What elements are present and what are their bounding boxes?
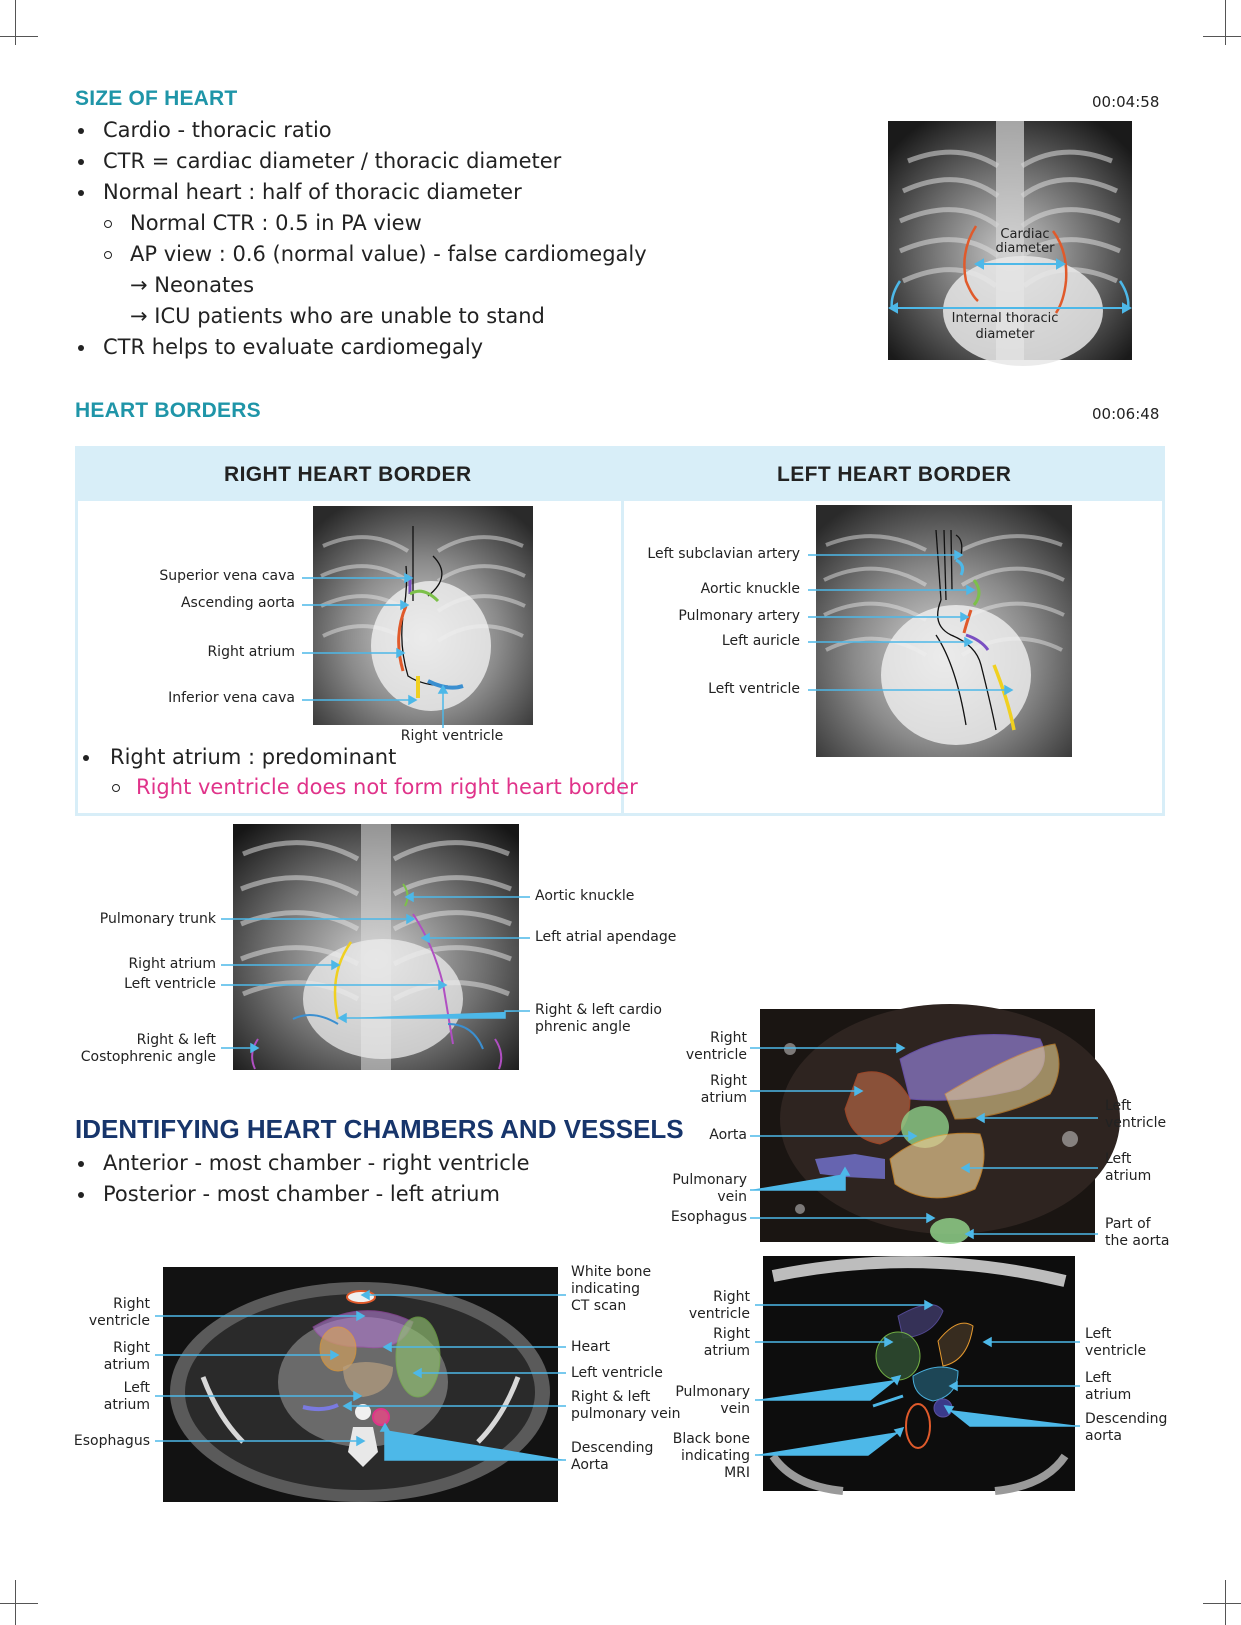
- right-border-notes: Right atrium : predominant Right ventric…: [83, 742, 638, 802]
- aorta-label: Aorta: [709, 1127, 747, 1143]
- cardiac-diameter-label: Cardiac diameter: [995, 227, 1055, 256]
- esophagus-label: Esophagus: [73, 1433, 150, 1449]
- crop-mark: [15, 0, 16, 45]
- ctr-xray-image: [887, 121, 1133, 366]
- thoracic-diameter-label: Internal thoracic diameter: [951, 311, 1059, 342]
- table-divider: [621, 449, 624, 813]
- pa-xray-image: [233, 824, 519, 1070]
- black-bone-mri-label: Black bone indicating MRI: [672, 1431, 750, 1481]
- pulmonary-artery-label: Pulmonary artery: [678, 608, 800, 624]
- crop-mark: [1225, 1580, 1226, 1625]
- right-ventricle-label: Right ventricle: [88, 1296, 150, 1329]
- cardiophrenic-angle-label: Right & left cardio phrenic angle: [535, 1002, 662, 1035]
- descending-aorta-label: Descending aorta: [1085, 1411, 1168, 1444]
- white-bone-ct-label: White bone indicating CT scan: [571, 1264, 652, 1314]
- inferior-vena-cava-label: Inferior vena cava: [168, 690, 295, 706]
- pulmonary-vein-label: Pulmonary vein: [675, 1384, 750, 1417]
- left-ventricle-label: Left ventricle: [124, 976, 216, 992]
- section-title-size: SIZE OF HEART: [75, 87, 238, 110]
- right-ventricle-label: Right ventricle: [685, 1030, 747, 1063]
- aortic-knuckle-label: Aortic knuckle: [700, 581, 800, 597]
- list-item: CTR helps to evaluate cardiomegaly: [78, 332, 778, 363]
- list-item: Right ventricle does not form right hear…: [83, 772, 638, 802]
- right-atrium-label: Right atrium: [103, 1340, 150, 1373]
- list-item: Right atrium : predominant: [83, 742, 623, 772]
- table-header: RIGHT HEART BORDER LEFT HEART BORDER: [78, 449, 1162, 501]
- list-item: AP view : 0.6 (normal value) - false car…: [78, 239, 778, 270]
- left-border-xray-image: [816, 505, 1072, 757]
- right-border-xray-image: [313, 506, 533, 725]
- left-atrium-label: Left atrium: [1085, 1370, 1132, 1403]
- left-ventricle-label: Left ventricle: [571, 1365, 663, 1381]
- crop-mark: [1225, 0, 1226, 45]
- left-atrium-label: Left atrium: [103, 1380, 150, 1413]
- right-atrium-label: Right atrium: [703, 1326, 750, 1359]
- list-item: Anterior - most chamber - right ventricl…: [78, 1148, 678, 1179]
- crop-mark: [0, 36, 38, 37]
- right-atrium-label: Right atrium: [207, 644, 295, 660]
- esophagus-label: Esophagus: [670, 1209, 747, 1225]
- crop-mark: [0, 1603, 38, 1604]
- right-border-header: RIGHT HEART BORDER: [224, 463, 472, 486]
- left-atrium-label: Left atrium: [1105, 1151, 1152, 1184]
- timestamp: 00:06:48: [1092, 405, 1160, 423]
- pulmonary-trunk-label: Pulmonary trunk: [99, 911, 216, 927]
- ascending-aorta-label: Ascending aorta: [180, 595, 295, 611]
- crop-mark: [15, 1580, 16, 1625]
- descending-aorta-label: Descending Aorta: [571, 1440, 654, 1473]
- list-item: Cardio - thoracic ratio: [78, 115, 778, 146]
- right-ventricle-label: Right ventricle: [688, 1289, 750, 1322]
- size-bullet-list: Cardio - thoracic ratio CTR = cardiac di…: [78, 115, 778, 363]
- crop-mark: [1203, 1603, 1241, 1604]
- part-of-aorta-label: Part of the aorta: [1105, 1216, 1170, 1249]
- list-item: → Neonates: [130, 273, 255, 297]
- list-item: → ICU patients who are unable to stand: [130, 304, 545, 328]
- pulmonary-vein-label: Pulmonary vein: [672, 1172, 747, 1205]
- list-item: Normal heart : half of thoracic diameter: [78, 177, 778, 208]
- right-atrium-label: Right atrium: [128, 956, 216, 972]
- left-ventricle-label: Left ventricle: [1085, 1326, 1147, 1359]
- list-item: Normal CTR : 0.5 in PA view: [78, 208, 778, 239]
- left-border-header: LEFT HEART BORDER: [777, 463, 1012, 486]
- crop-mark: [1203, 36, 1241, 37]
- costophrenic-angle-label: Right & left Costophrenic angle: [80, 1032, 216, 1065]
- mri-four-chamber-image: [760, 1004, 1120, 1244]
- left-ventricle-label: Left ventricle: [1105, 1098, 1167, 1131]
- pulmonary-vein-label: Right & left pulmonary vein: [571, 1389, 681, 1422]
- timestamp: 00:04:58: [1092, 93, 1160, 111]
- superior-vena-cava-label: Superior vena cava: [159, 568, 295, 584]
- left-subclavian-artery-label: Left subclavian artery: [647, 546, 800, 562]
- list-item: Posterior - most chamber - left atrium: [78, 1179, 678, 1210]
- right-ventricle-label: Right ventricle: [400, 728, 504, 744]
- list-item: CTR = cardiac diameter / thoracic diamet…: [78, 146, 778, 177]
- chambers-bullet-list: Anterior - most chamber - right ventricl…: [78, 1148, 678, 1210]
- aortic-knuckle-label: Aortic knuckle: [535, 888, 635, 904]
- heart-borders-table: RIGHT HEART BORDER LEFT HEART BORDER: [75, 446, 1165, 816]
- left-auricle-label: Left auricle: [721, 633, 800, 649]
- left-ventricle-label: Left ventricle: [708, 681, 800, 697]
- section-title-borders: HEART BORDERS: [75, 399, 261, 422]
- left-atrial-apendage-label: Left atrial apendage: [535, 929, 677, 945]
- right-atrium-label: Right atrium: [700, 1073, 747, 1106]
- section-title-chambers: IDENTIFYING HEART CHAMBERS AND VESSELS: [75, 1114, 684, 1144]
- heart-label: Heart: [571, 1339, 610, 1355]
